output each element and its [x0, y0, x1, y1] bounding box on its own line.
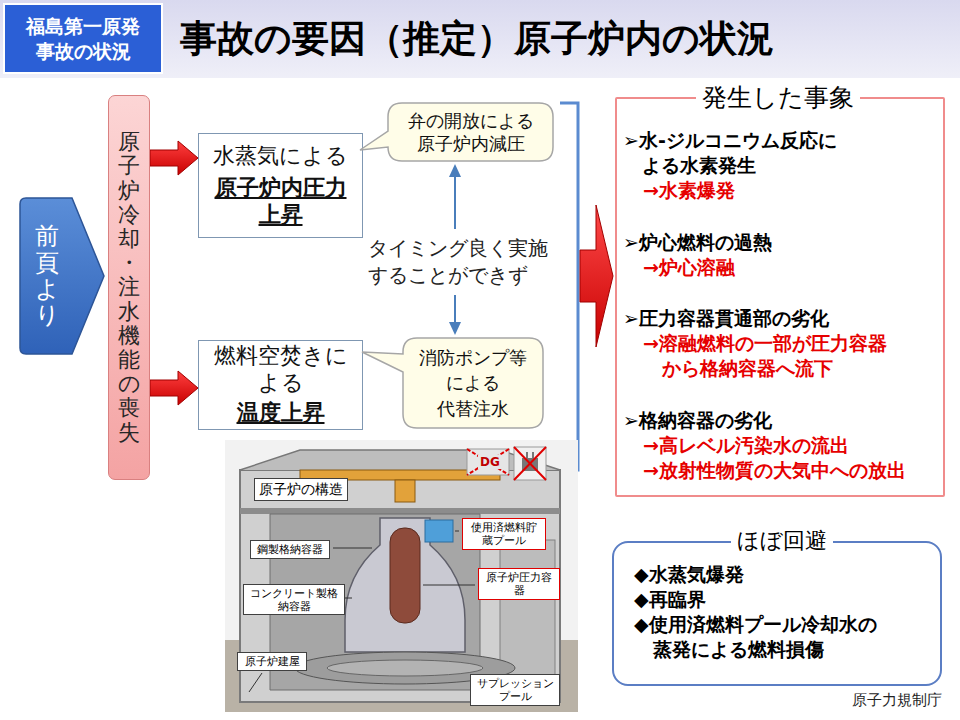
roof-frame: [240, 450, 560, 470]
part-label: 原子炉の構造: [254, 478, 348, 501]
reactor-illustration: [225, 440, 578, 712]
box-text: サプレッション プール: [475, 677, 555, 703]
operating-floor: [240, 508, 560, 514]
arrow-head: [449, 164, 461, 177]
box-text: ➢圧力容器貫通部の劣化: [623, 306, 832, 331]
callout-bubble: 弁の開放による 原子炉内減圧: [388, 103, 553, 161]
result-panel: 発生した事象➢水-ジルコニウム反応に よる水素発生→水素爆発➢炉心燃料の過熱→炉…: [615, 97, 945, 497]
result-arrow: [580, 205, 613, 347]
arrow-shape: 前頁より: [18, 196, 106, 356]
cross-mark: [467, 449, 509, 475]
box-text: ◆使用済燃料プール冷却水の 蒸発による燃料損傷: [634, 612, 930, 662]
cross-mark: [514, 447, 546, 480]
box-text: 原子炉圧力容 器: [483, 571, 555, 597]
box-text: →水素爆発: [643, 178, 738, 203]
leader-line: [455, 531, 459, 532]
process-box: 水蒸気による原子炉内圧力 上昇: [198, 133, 363, 238]
shape-outline: [362, 338, 543, 428]
panel-heading: ほぼ回避: [731, 528, 833, 554]
leader-line: [333, 548, 372, 549]
box-text: 燃料空焚きに よる: [205, 343, 356, 396]
box-text: ➢炉心燃料の過熱: [623, 230, 775, 255]
box-text: 温度上昇: [237, 400, 325, 426]
part-label: 原子炉建屋: [237, 652, 307, 671]
box-text: ➢格納容器の劣化: [623, 408, 775, 433]
illustration-ground: [225, 440, 578, 712]
note-text: タイミング良く実施 することができず: [368, 235, 558, 289]
box-text: →炉心溶融: [643, 255, 738, 280]
box-text: 弁の開放による 原子炉内減圧: [396, 109, 545, 156]
box-text: 前頁より: [35, 223, 59, 329]
title-band: [0, 0, 960, 78]
arrow-head: [449, 322, 461, 335]
generator-icon: [467, 449, 509, 475]
box-text: 消防ポンプ等 による 代替注水: [411, 345, 535, 421]
box-text: コンクリート製格 納容器: [248, 587, 340, 612]
part-label: 使用済燃料貯 蔵プール: [462, 518, 546, 550]
box-text: →溶融燃料の一部が圧力容器 から格納容器へ流下: [643, 331, 933, 381]
slide-title: 事故の要因（推定）原子炉内の状況: [180, 17, 774, 61]
part-label: コンクリート製格 納容器: [243, 584, 345, 615]
cross-mark: [514, 447, 546, 480]
box-text: 使用済燃料貯 蔵プール: [467, 521, 541, 547]
power-icon: [514, 447, 546, 480]
cross-mark: [467, 449, 509, 475]
part-label: サプレッション プール: [470, 674, 560, 706]
section-tag: 福島第一原発 事故の状況: [3, 3, 163, 74]
box-text: 鋼製格納容器: [257, 543, 323, 556]
box-text: →高レベル汚染水の流出: [643, 433, 852, 458]
source-credit: 原子力規制庁: [852, 690, 942, 710]
box-text: 原子炉内圧力 上昇: [205, 175, 356, 228]
timing-arrow-up: [454, 176, 456, 229]
leader-line: [249, 673, 262, 692]
box-text: ➢水-ジルコニウム反応に よる水素発生: [623, 128, 933, 178]
pressure-vessel: [390, 528, 420, 623]
plug-prong: [532, 452, 534, 458]
part-label: 鋼製格納容器: [250, 540, 330, 559]
box-text: →放射性物質の大気中への放出: [643, 458, 909, 483]
shape-outline: [20, 198, 104, 354]
icon-label: DG: [478, 455, 502, 469]
box-text: 原子炉冷却・注水機能の喪失: [118, 130, 140, 444]
block-arrow: [150, 141, 198, 175]
crane-hook: [395, 480, 415, 502]
reactor-building: [240, 470, 560, 702]
box-text: ◆水蒸気爆発: [634, 562, 748, 587]
arrow-outline: [18, 196, 106, 356]
box-text: ◆再臨界: [634, 587, 710, 612]
box-text: 福島第一原発 事故の状況: [9, 14, 157, 63]
avoided-panel: ほぼ回避◆水蒸気爆発◆再臨界◆使用済燃料プール冷却水の 蒸発による燃料損傷: [612, 541, 942, 686]
block-arrow: [150, 371, 198, 405]
leader-line: [423, 585, 475, 586]
part-label: 原子炉圧力容 器: [478, 568, 560, 600]
callout-bubble: 消防ポンプ等 による 代替注水: [403, 338, 543, 428]
torus-inner: [327, 660, 483, 676]
panel-heading: 発生した事象: [696, 84, 860, 112]
bracket: [560, 103, 578, 470]
timing-arrow-down: [454, 295, 456, 323]
shape-outline: [360, 103, 553, 161]
process-box: 燃料空焚きに よる温度上昇: [198, 340, 363, 430]
box-text: 原子炉建屋: [245, 655, 300, 668]
box-text: 原子炉の構造: [259, 481, 343, 498]
box-text: 水蒸気による: [213, 143, 348, 169]
vertical-band: 原子炉冷却・注水機能の喪失: [108, 95, 150, 480]
fuel-pool: [425, 520, 453, 542]
plug-prong: [526, 452, 528, 458]
